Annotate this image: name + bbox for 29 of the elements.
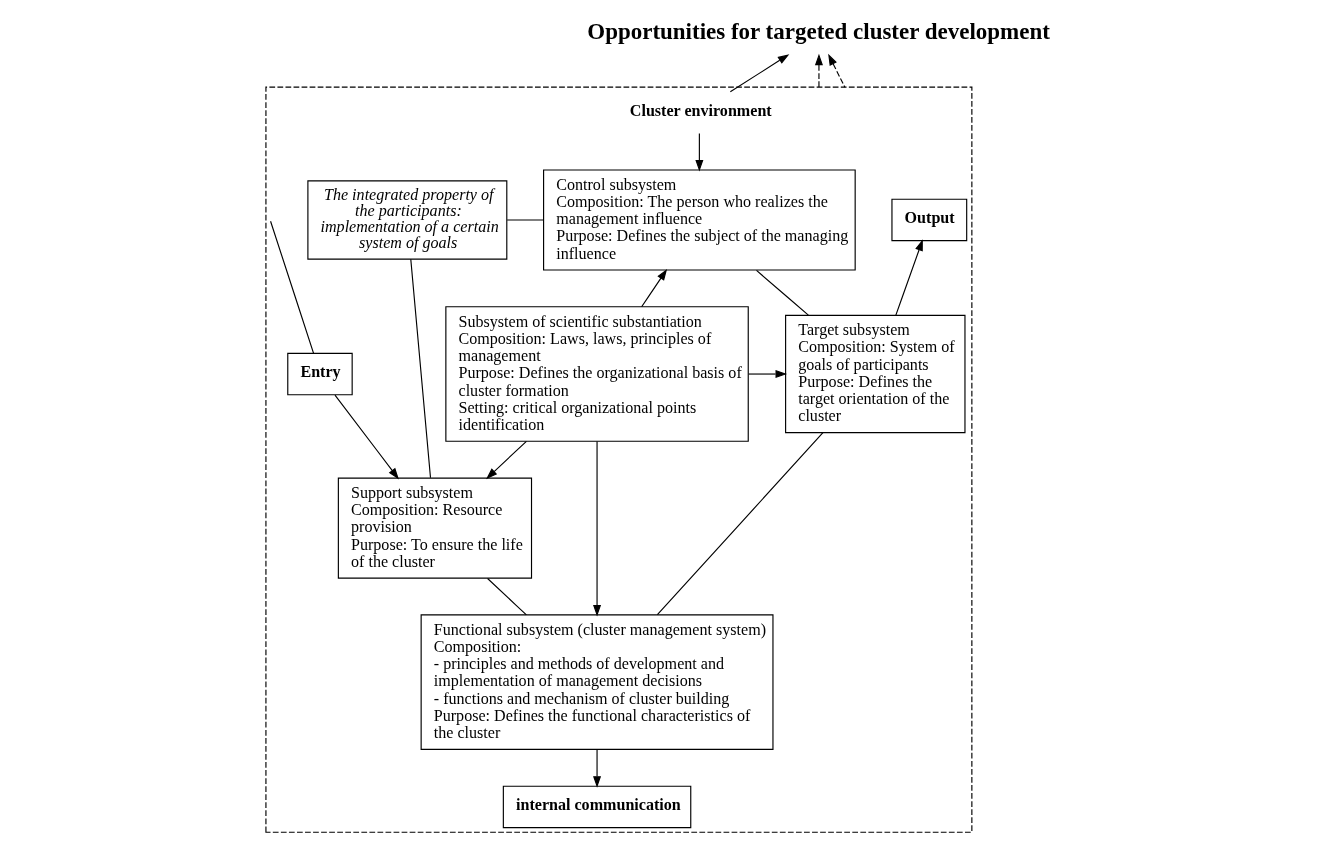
node-box: Entry [287, 352, 353, 395]
arrow [695, 132, 704, 172]
node-box: The integrated property of the participants: implementation of a certain system of goals [307, 179, 508, 260]
node-box: Subsystem of scientific substantiation Composition: Laws, laws, principles of management Purpose: Defines the organizational basis of cluster formation Setting: critical organizational points identification [445, 305, 749, 442]
arrow [814, 53, 823, 88]
node-box: Support subsystem Composition: Resource provision Purpose: To ensure the life of the cluster [337, 477, 533, 579]
arrow [593, 748, 602, 788]
arrow [641, 268, 668, 307]
arrow [748, 369, 787, 378]
arrow [486, 440, 527, 479]
node-box: Output [891, 198, 968, 241]
connector [506, 218, 545, 221]
connector [410, 258, 432, 478]
connector [270, 220, 315, 354]
node-box: internal communication [502, 785, 692, 828]
arrow [593, 440, 602, 617]
node-text: Cluster environment [629, 101, 772, 119]
node-box: Control subsystem Composition: The person who realizes the management influence Purpose: Defines the subject of the managing influence [543, 168, 856, 271]
arrow [828, 53, 846, 88]
node-box: Functional subsystem (cluster management system) Composition: - principles and methods of development and implementation of management decisions - functions and mechanism of cluster building Purpose: Defines the functional characteristics of the cluster [420, 613, 774, 750]
connector [755, 269, 809, 316]
arrow [334, 393, 399, 479]
node-text: Opportunities for targeted cluster development [587, 18, 1050, 44]
arrow [895, 238, 923, 316]
cluster [265, 86, 973, 833]
arrow [729, 53, 790, 92]
node-box: Target subsystem Composition: System of goals of participants Purpose: Defines the target orientation of the cluster [785, 314, 966, 433]
connector [487, 577, 527, 615]
connector [656, 431, 824, 615]
